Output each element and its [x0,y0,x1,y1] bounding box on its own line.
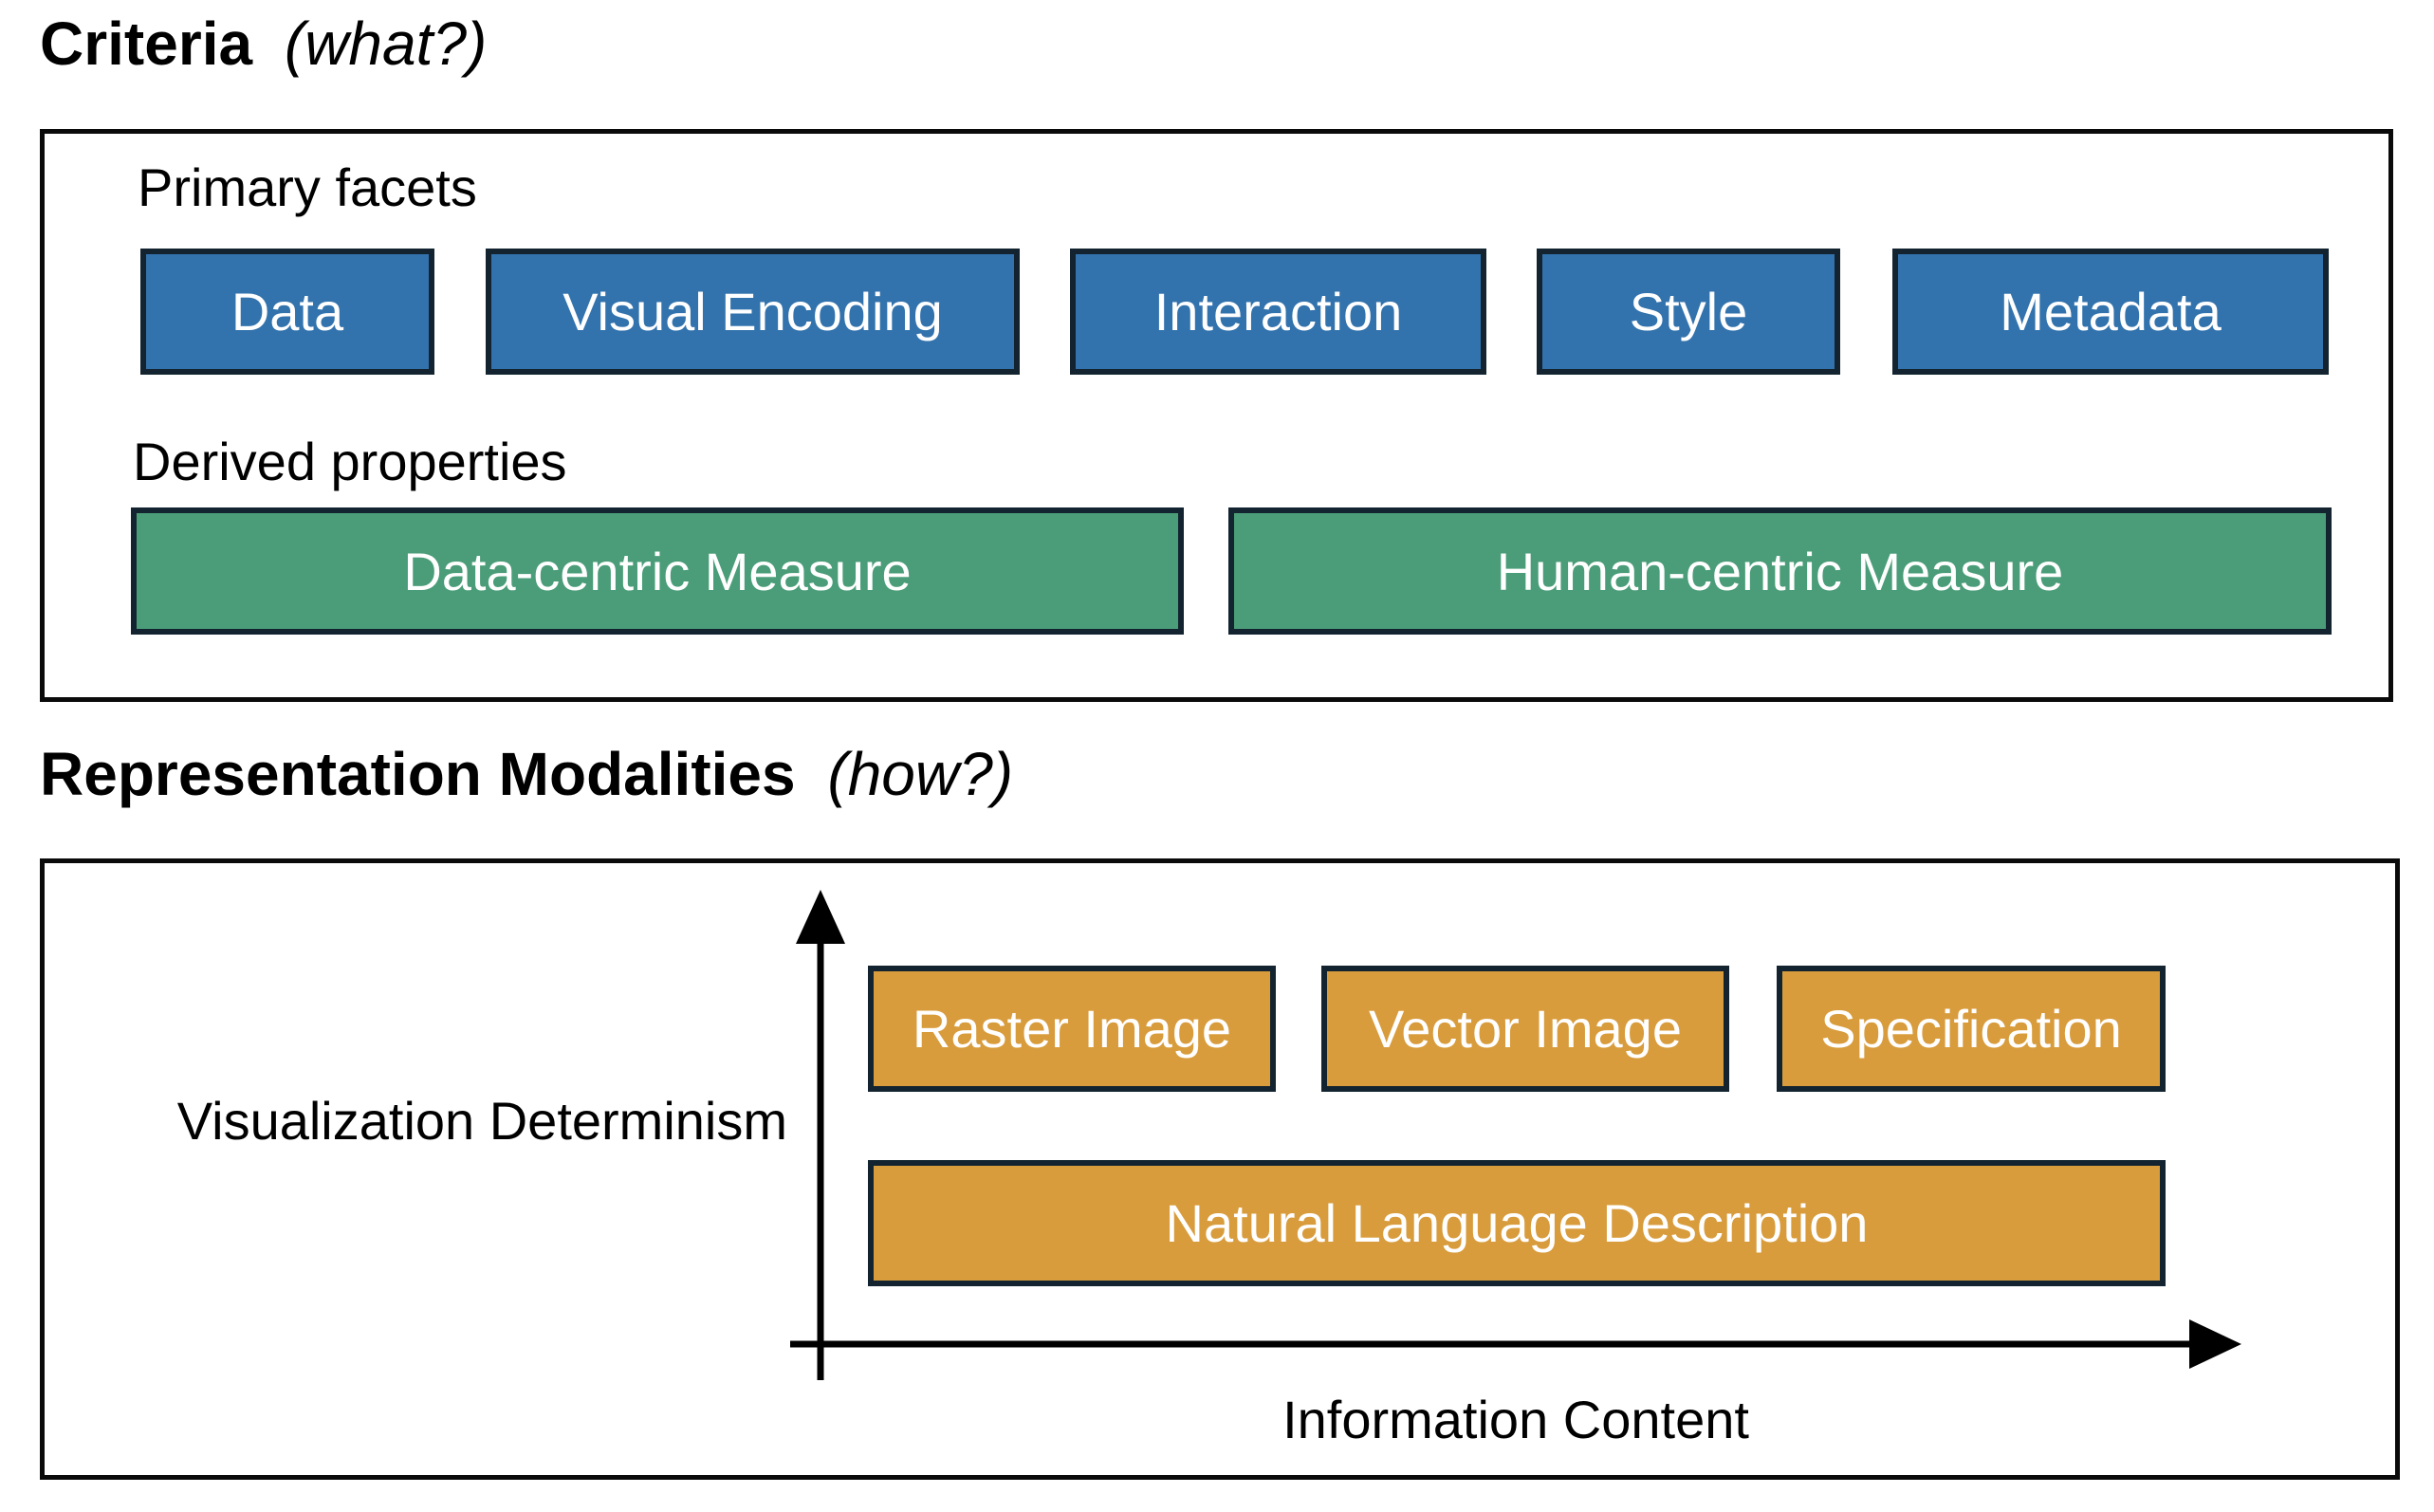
y-axis-label: Visualization Determinism [176,1091,787,1151]
primary-facets-label: Primary facets [138,157,477,217]
criteria-title-text: Criteria [40,9,253,78]
facet-box-style: Style [1537,249,1840,375]
x-axis-arrowhead-icon [2189,1319,2241,1369]
derived-properties-label: Derived properties [133,432,567,491]
x-axis-label: Information Content [1282,1390,1749,1449]
facet-box-interaction: Interaction [1070,249,1486,375]
modalities-title-qualifier: (how?) [827,740,1013,808]
facet-box-visual-encoding: Visual Encoding [486,249,1020,375]
criteria-panel: Primary facets Data Visual Encoding Inte… [40,129,2393,702]
modalities-title-text: Representation Modalities [40,740,796,808]
y-axis-arrowhead-icon [796,890,845,944]
modalities-panel: Visualization Determinism Raster Image V… [40,858,2400,1480]
facet-box-data: Data [140,249,434,375]
axes-plot [790,890,2241,1380]
criteria-section-title: Criteria (what?) [40,8,487,80]
modality-box-vector-image: Vector Image [1321,966,1729,1092]
modality-box-raster-image: Raster Image [868,966,1276,1092]
modality-box-specification: Specification [1777,966,2166,1092]
measure-box-data-centric: Data-centric Measure [131,507,1184,635]
modalities-section-title: Representation Modalities (how?) [40,738,1013,810]
facet-box-metadata: Metadata [1892,249,2329,375]
criteria-title-qualifier: (what?) [284,9,488,78]
measure-box-human-centric: Human-centric Measure [1228,507,2332,635]
modality-box-natural-language: Natural Language Description [868,1160,2166,1286]
